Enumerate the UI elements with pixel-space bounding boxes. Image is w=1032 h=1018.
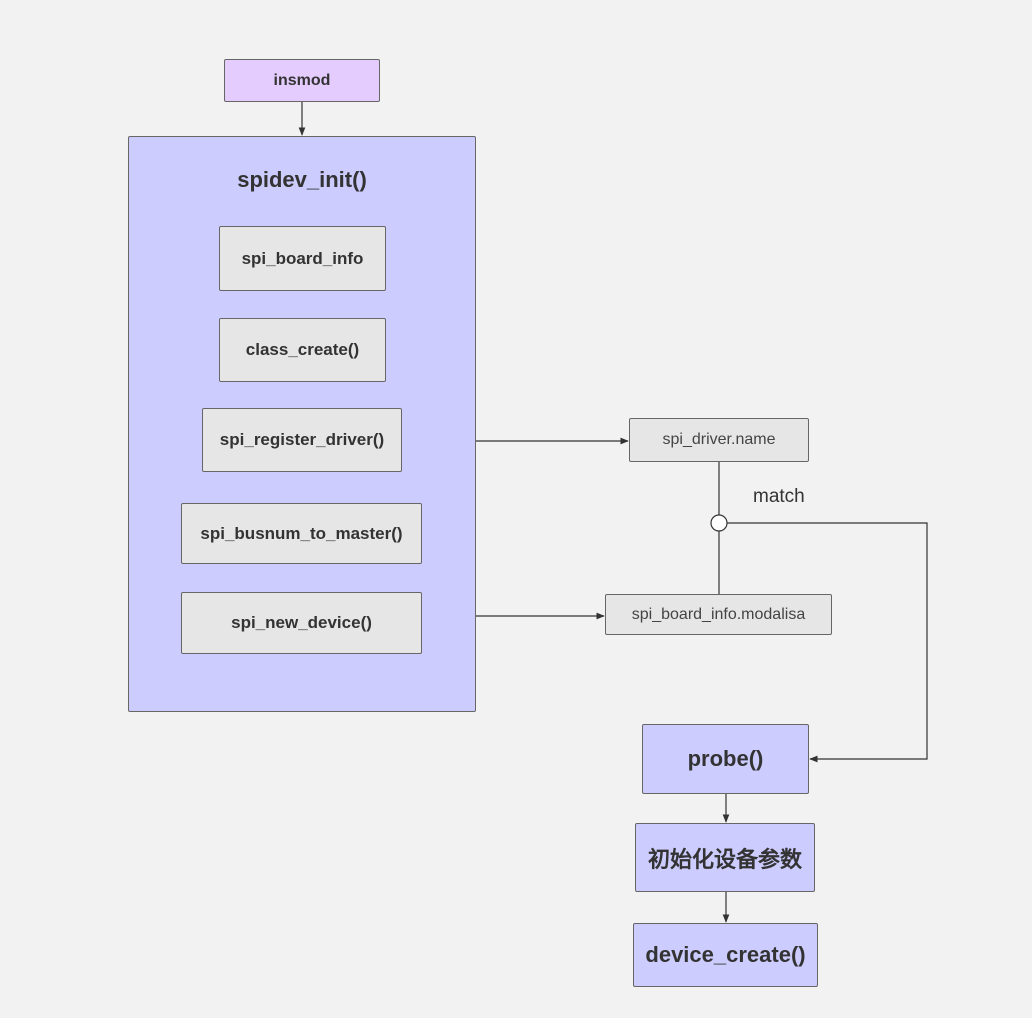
device-create-label: device_create() [645, 942, 806, 967]
spidev-init-title: spidev_init() [237, 167, 367, 192]
spi-register-driver-box: spi_register_driver() [202, 408, 402, 472]
spi-busnum-to-master-box: spi_busnum_to_master() [181, 503, 422, 564]
spi-board-info-box: spi_board_info [219, 226, 386, 291]
spi-board-info-modalias-box: spi_board_info.modalisa [605, 594, 832, 635]
insmod-box: insmod [224, 59, 380, 102]
spi-driver-name-box: spi_driver.name [629, 418, 809, 462]
insmod-label: insmod [273, 71, 331, 89]
arrow-match-to-probe [727, 522, 928, 763]
class-create-box: class_create() [219, 318, 386, 382]
probe-label: probe() [687, 746, 764, 771]
device-create-box: device_create() [633, 923, 818, 987]
spi-new-device-box: spi_new_device() [181, 592, 422, 654]
spi-register-driver-label: spi_register_driver() [219, 430, 385, 449]
spi-new-device-label: spi_new_device() [231, 613, 372, 632]
probe-box: probe() [642, 724, 809, 794]
match-label: match [753, 486, 805, 507]
spi-driver-name-label: spi_driver.name [662, 431, 776, 448]
spi-board-info-label: spi_board_info [241, 248, 364, 268]
match-junction [710, 514, 728, 532]
class-create-label: class_create() [245, 340, 360, 359]
spi-board-info-modalias-label: spi_board_info.modalisa [631, 605, 806, 623]
spi-busnum-to-master-label: spi_busnum_to_master() [200, 523, 403, 543]
init-params-label: 初始化设备参数 [647, 846, 802, 872]
init-params-box: 初始化设备参数 [635, 823, 815, 892]
